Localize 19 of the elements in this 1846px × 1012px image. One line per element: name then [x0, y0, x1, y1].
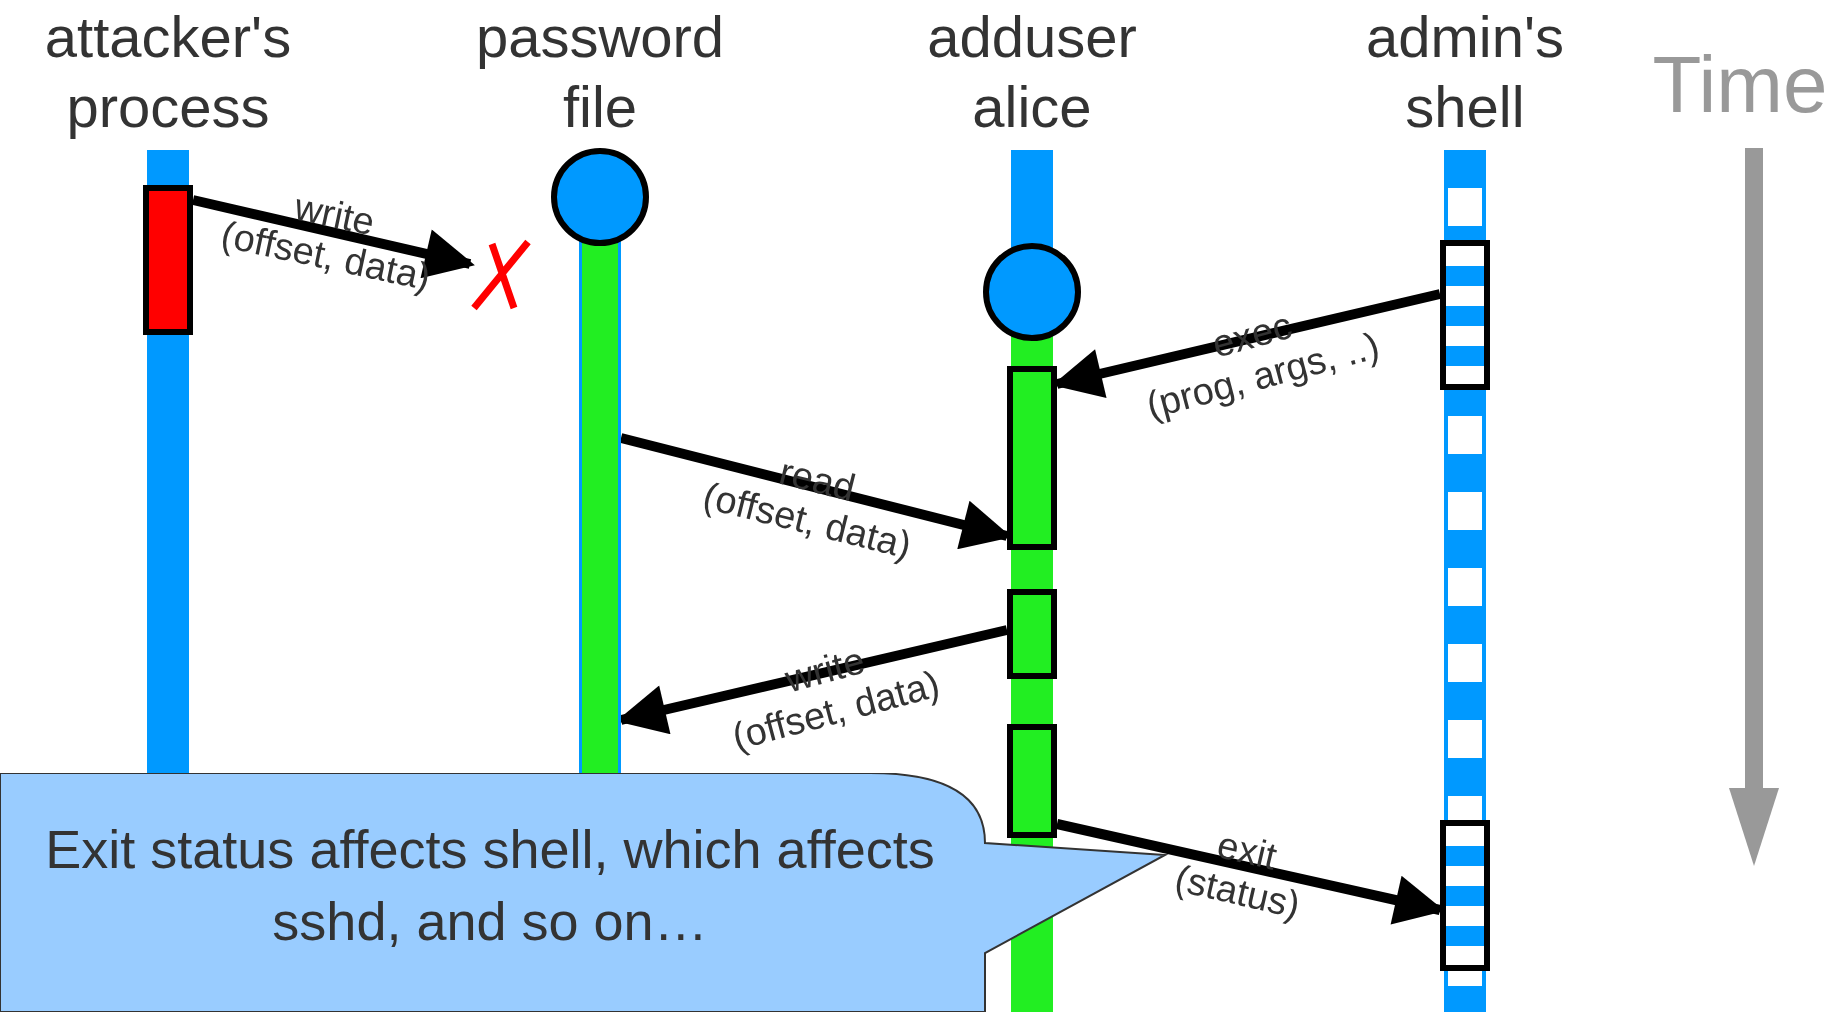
x-mark-icon — [470, 238, 532, 312]
edge-label: exec (prog, args, ..) — [1140, 303, 1383, 427]
arrow — [191, 195, 475, 279]
activation-box — [143, 185, 193, 335]
callout-text: Exit status affects shell, which affects sshd, and so on… — [44, 818, 936, 953]
activation-box — [1007, 366, 1057, 550]
edge-label: write (offset, data) — [726, 638, 944, 759]
lifeline-heading: attacker's process — [43, 3, 293, 141]
lifeline-heading: adduser alice — [926, 3, 1138, 141]
edge-label: read (offset, data) — [698, 449, 916, 567]
lifeline-heading: password file — [474, 3, 726, 141]
lifeline-heading: admin's shell — [1364, 3, 1565, 141]
activation-box — [1007, 589, 1057, 679]
activation-box — [1440, 820, 1490, 971]
edge-label: exit (status) — [1170, 822, 1305, 927]
axis-label: Time — [1651, 40, 1829, 130]
edge-label: write (offset, data) — [217, 184, 435, 299]
activation-box — [1007, 724, 1057, 838]
activation-box — [1440, 240, 1490, 390]
